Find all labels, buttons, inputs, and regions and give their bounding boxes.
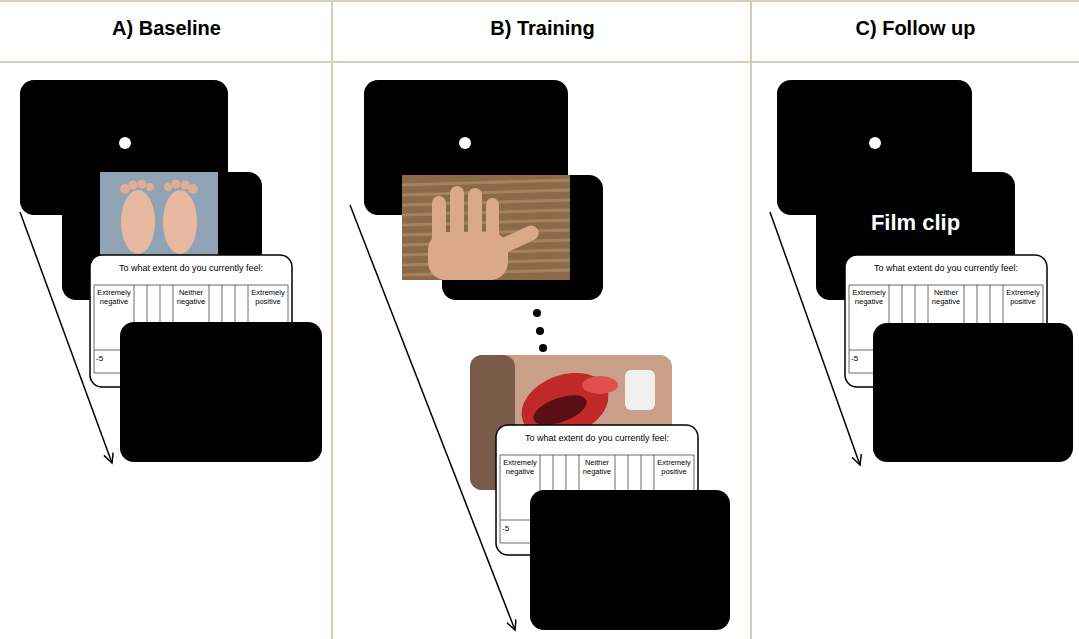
- rating-screen: To what extent do you currently feel: Ext…: [845, 255, 1047, 387]
- film-clip-screen: Film clip: [816, 172, 1015, 300]
- rating-text: Neither negative: [173, 289, 209, 306]
- time-arrow: [350, 205, 515, 630]
- screen: [120, 322, 322, 462]
- rating-text: Extremely positive: [1003, 289, 1043, 306]
- fixation-dot: [869, 137, 881, 149]
- rating-text: -5: [500, 524, 524, 533]
- toe: [129, 181, 138, 190]
- screen: [530, 490, 730, 630]
- rating-text: Extremely negative: [849, 289, 889, 306]
- fixation-dot: [459, 137, 471, 149]
- thumb: [497, 223, 541, 254]
- screen-label: Film clip: [816, 210, 1015, 235]
- toe: [120, 184, 130, 194]
- continuation-dot: [539, 344, 547, 352]
- toe: [164, 183, 172, 191]
- rating-text: Extremely positive: [248, 289, 288, 306]
- palm: [428, 232, 508, 280]
- rating-text: Extremely negative: [500, 459, 540, 476]
- rating-text: Neither negative: [579, 459, 615, 476]
- rating-text: Extremely negative: [94, 289, 134, 306]
- panel-heading: C) Follow up: [752, 17, 1079, 40]
- fixation-dot: [119, 137, 131, 149]
- rating-text: -5: [94, 354, 118, 363]
- tape: [625, 370, 655, 410]
- screen: [873, 323, 1073, 462]
- foot: [121, 190, 155, 254]
- time-arrow: [20, 212, 112, 463]
- stage-panel: B) Training To what extent do you current…: [333, 0, 752, 639]
- rating-text: Extremely positive: [654, 459, 694, 476]
- continuation-dot: [536, 327, 544, 335]
- rating-screen: To what extent do you currently feel: Ext…: [90, 255, 292, 387]
- wound: [582, 376, 618, 394]
- header-line: [0, 61, 1079, 63]
- foot: [163, 190, 197, 254]
- panel-heading: B) Training: [333, 17, 752, 40]
- feet-photo: [100, 172, 218, 255]
- stage-panel: A) Baseline To what extent do you current…: [0, 0, 333, 639]
- rating-screen: To what extent do you currently feel: Ext…: [496, 425, 698, 555]
- rating-text: To what extent do you currently feel:: [496, 433, 698, 443]
- hand-photo: [402, 175, 570, 280]
- rating-text: To what extent do you currently feel:: [90, 263, 292, 273]
- toe: [172, 180, 181, 189]
- toe: [138, 180, 147, 189]
- toe: [146, 183, 154, 191]
- panel-heading: A) Baseline: [0, 17, 333, 40]
- stage-panel: C) Follow up Film clip To what extent do y…: [752, 0, 1079, 639]
- continuation-dot: [533, 309, 541, 317]
- toe: [181, 181, 190, 190]
- rating-text: -5: [849, 354, 873, 363]
- frame-line: [0, 0, 1079, 2]
- toe: [188, 184, 198, 194]
- rating-text: To what extent do you currently feel:: [845, 263, 1047, 273]
- time-arrow: [770, 212, 860, 465]
- rating-text: Neither negative: [928, 289, 964, 306]
